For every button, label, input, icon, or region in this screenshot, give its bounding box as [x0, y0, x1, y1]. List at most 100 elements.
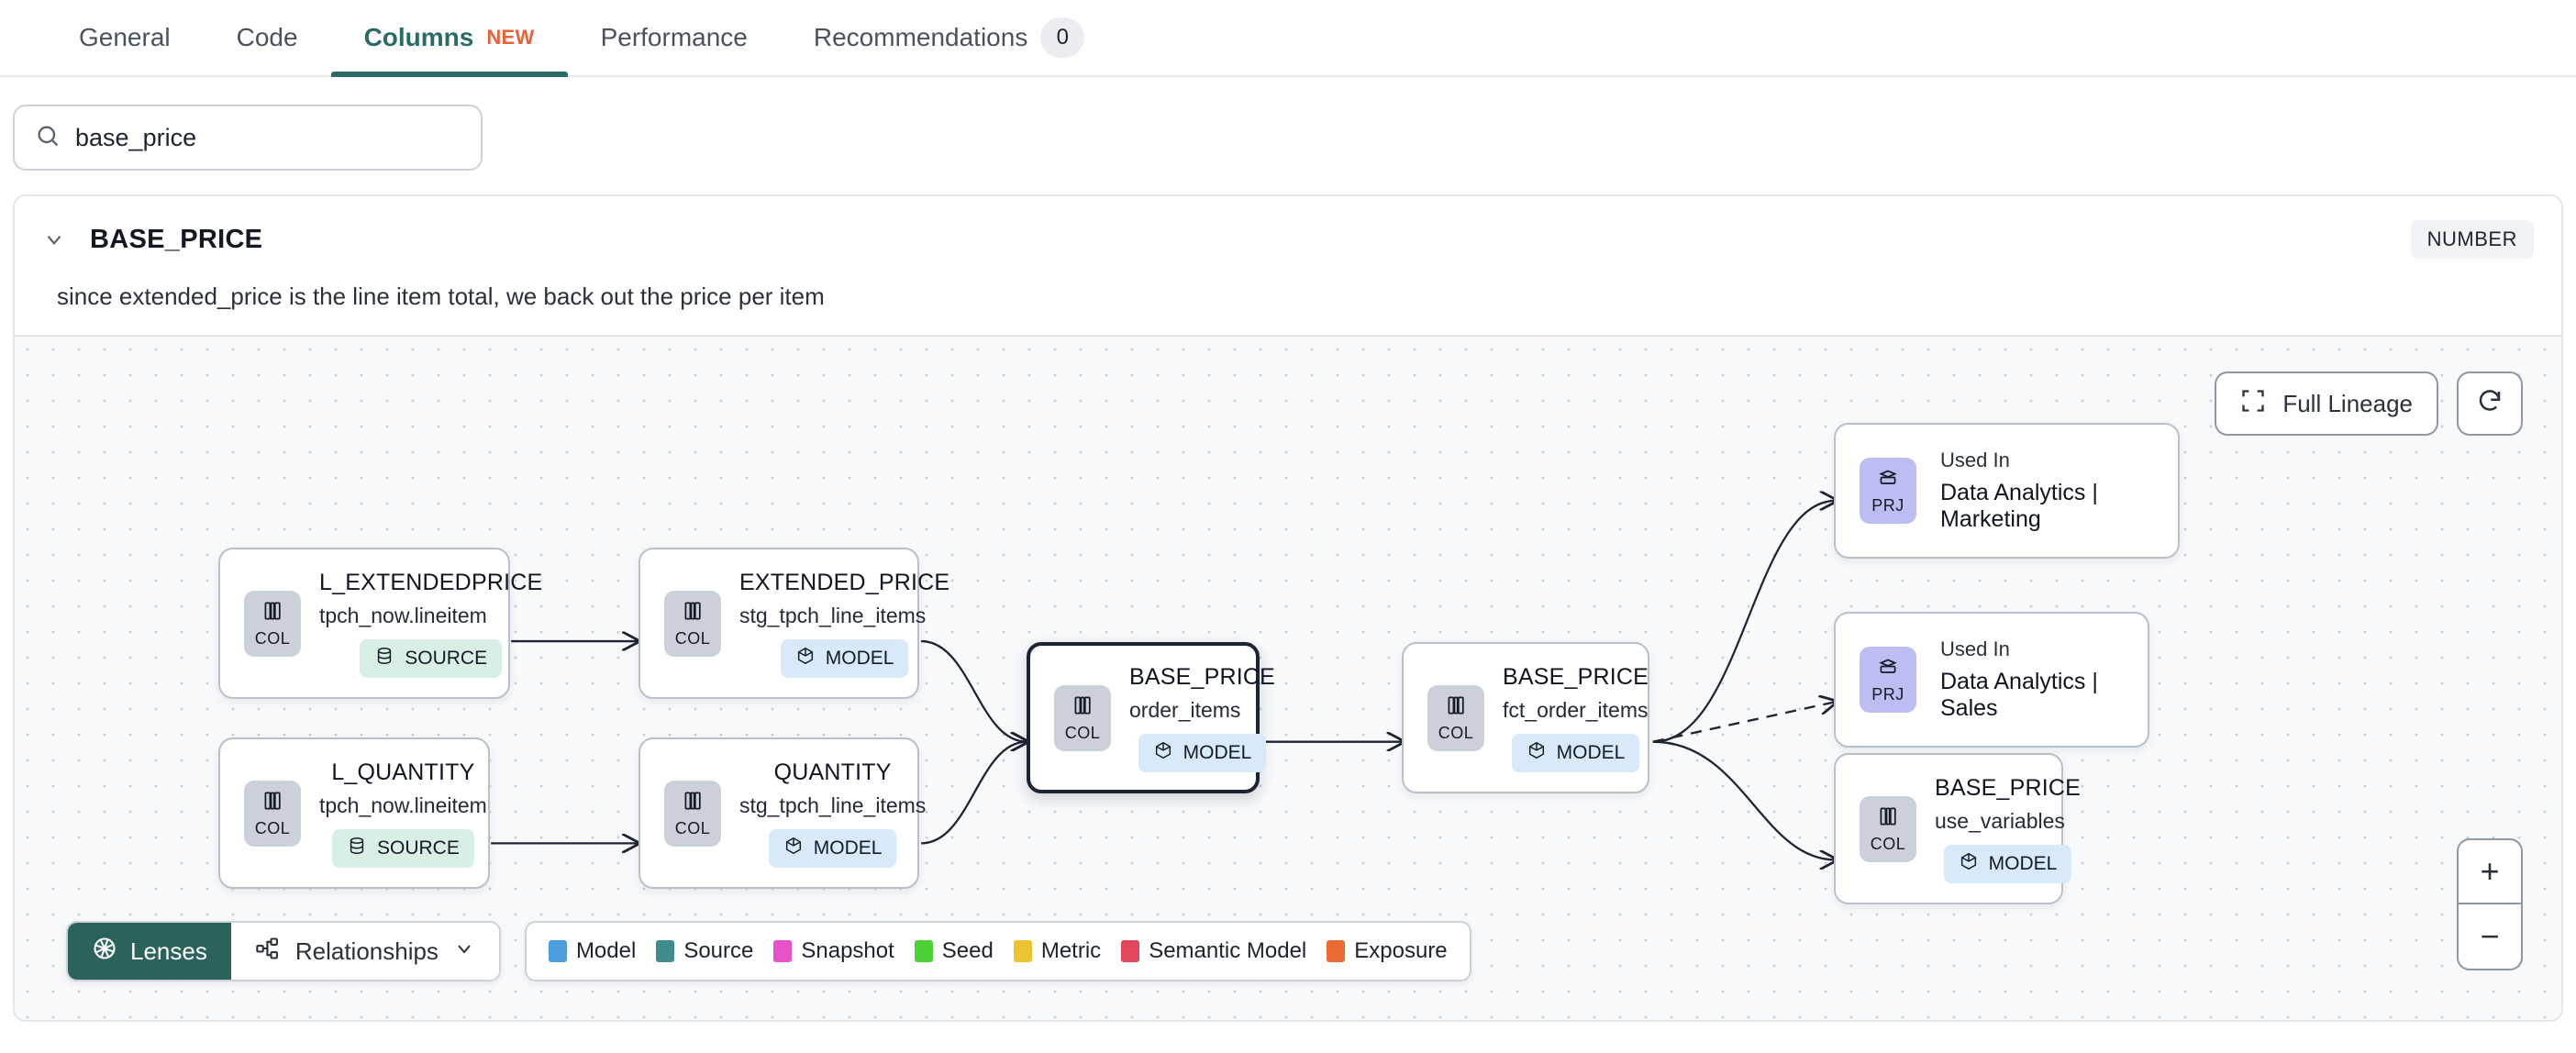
node-subtitle: fct_order_items: [1503, 697, 1649, 722]
node-name: QUANTITY: [773, 759, 892, 785]
column-icon: [681, 599, 705, 627]
legend-item-seed[interactable]: Seed: [914, 938, 994, 964]
search-input[interactable]: [75, 123, 461, 152]
node-subtitle: stg_tpch_line_items: [739, 603, 927, 627]
node-name: BASE_PRICE: [1935, 774, 2082, 801]
column-type-chip: COL: [664, 590, 721, 657]
node-name: L_QUANTITY: [331, 759, 475, 785]
node-name: L_EXTENDEDPRICE: [319, 569, 543, 595]
tab-performance[interactable]: Performance: [568, 0, 781, 75]
legend-label: Model: [575, 938, 637, 963]
node-kind-badge: SOURCE: [331, 828, 474, 868]
relationships-button[interactable]: Relationships: [230, 923, 499, 980]
node-kind-label: MODEL: [813, 837, 883, 859]
project-type-chip: PRJ: [1860, 458, 1916, 524]
model-icon: [1959, 851, 1979, 877]
column-header: BASE_PRICE NUMBER since extended_price i…: [15, 196, 2561, 335]
tab-count-badge: 0: [1040, 17, 1085, 58]
chip-label: COL: [254, 818, 291, 837]
canvas-bottom-bar: Lenses Relationships: [66, 921, 1471, 981]
tab-label: General: [79, 23, 171, 51]
hierarchy-icon: [255, 936, 281, 968]
chip-label: PRJ: [1871, 685, 1904, 704]
search-box[interactable]: [13, 105, 483, 171]
aperture-icon: [92, 936, 117, 968]
legend-swatch: [548, 940, 567, 962]
canvas-top-controls: Full Lineage: [2215, 371, 2523, 436]
node-kind-badge: MODEL: [1511, 733, 1640, 772]
node-kind-badge: MODEL: [1943, 844, 2072, 883]
legend-swatch: [773, 940, 793, 962]
legend-label: Snapshot: [801, 938, 894, 963]
lineage-project-node[interactable]: PRJ Used In Data Analytics | Marketing: [1834, 423, 2180, 559]
project-icon: [1876, 655, 1900, 683]
tab-general[interactable]: General: [46, 0, 204, 75]
node-subtitle: use_variables: [1935, 808, 2065, 833]
zoom-out-button[interactable]: −: [2480, 917, 2500, 955]
legend-swatch: [1013, 940, 1032, 962]
project-type-chip: PRJ: [1860, 647, 1916, 713]
lenses-label: Lenses: [130, 937, 207, 965]
project-icon: [1876, 466, 1900, 494]
node-kind-label: SOURCE: [376, 837, 460, 859]
node-subtitle: tpch_now.lineitem: [319, 603, 487, 627]
legend-swatch: [914, 940, 933, 962]
project-kicker: Used In: [1940, 449, 2010, 471]
legend-label: Exposure: [1354, 938, 1448, 963]
column-icon: [681, 789, 705, 817]
column-icon: [1071, 693, 1094, 722]
lenses-button[interactable]: Lenses: [68, 923, 231, 980]
node-name: BASE_PRICE: [1503, 663, 1649, 690]
legend-item-source[interactable]: Source: [656, 938, 753, 964]
node-kind-badge: SOURCE: [360, 638, 503, 678]
legend-swatch: [1327, 940, 1346, 962]
column-icon: [261, 789, 284, 817]
refresh-button[interactable]: [2457, 371, 2523, 436]
chip-label: COL: [674, 628, 711, 648]
legend-label: Semantic Model: [1149, 938, 1307, 963]
model-icon: [1527, 740, 1547, 766]
full-lineage-button[interactable]: Full Lineage: [2215, 371, 2438, 436]
chip-label: COL: [1438, 723, 1474, 742]
node-name: EXTENDED_PRICE: [739, 569, 950, 595]
project-name: Data Analytics | Marketing: [1940, 480, 2098, 532]
node-kind-label: MODEL: [1988, 852, 2058, 874]
chevron-down-icon: [453, 937, 475, 966]
legend-swatch: [656, 940, 675, 962]
legend-item-semantic-model[interactable]: Semantic Model: [1121, 938, 1306, 964]
legend-item-exposure[interactable]: Exposure: [1327, 938, 1448, 964]
node-kind-label: MODEL: [825, 647, 894, 669]
legend-item-model[interactable]: Model: [548, 938, 637, 964]
source-icon: [374, 646, 394, 671]
node-kind-badge: MODEL: [1138, 733, 1267, 772]
tab-code[interactable]: Code: [204, 0, 331, 75]
tab-label: Performance: [600, 23, 748, 51]
chevron-down-icon[interactable]: [42, 227, 66, 251]
full-lineage-label: Full Lineage: [2282, 389, 2413, 417]
tab-label: Code: [236, 23, 298, 51]
search-icon: [35, 123, 61, 153]
chip-label: PRJ: [1871, 496, 1904, 515]
search-area: [0, 77, 2576, 194]
zoom-controls: + −: [2457, 838, 2523, 970]
zoom-in-button[interactable]: +: [2459, 840, 2521, 904]
column-type-chip: COL: [1427, 684, 1484, 751]
lineage-legend: Model Source Snapshot Seed Metric Semantic Mo…: [524, 921, 1471, 981]
legend-item-metric[interactable]: Metric: [1013, 938, 1101, 964]
source-icon: [347, 836, 367, 861]
legend-item-snapshot[interactable]: Snapshot: [773, 938, 894, 964]
project-kicker: Used In: [1940, 637, 2010, 660]
node-kind-badge: MODEL: [768, 828, 897, 868]
column-icon: [1444, 693, 1468, 722]
